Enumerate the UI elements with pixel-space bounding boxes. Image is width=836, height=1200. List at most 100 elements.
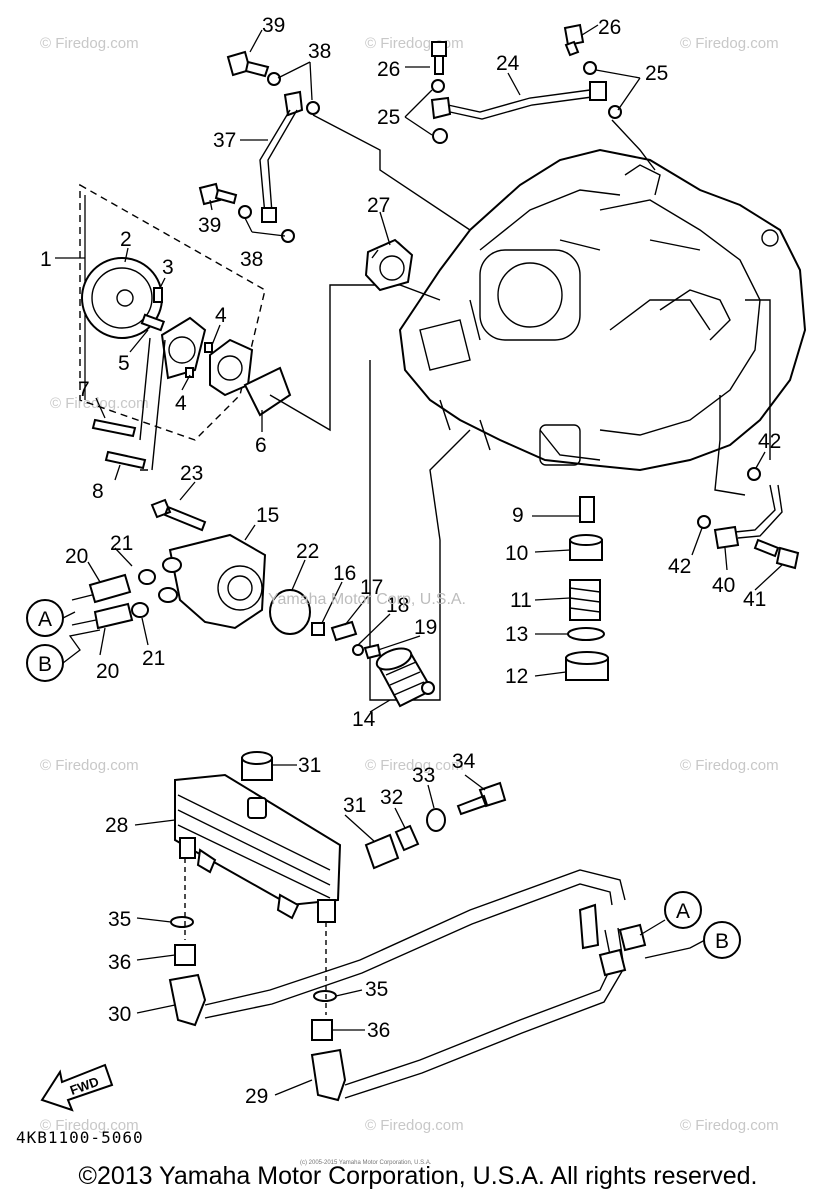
connector-b-right: B [703, 921, 741, 959]
site-watermark: © Firedog.com [680, 757, 779, 774]
part-number: 23 [180, 462, 203, 485]
connector-b-left: B [26, 644, 64, 682]
part-number: 1 [40, 248, 52, 271]
part-number: 7 [78, 378, 90, 401]
part-number: 32 [380, 786, 403, 809]
forward-direction-arrow: FWD [40, 1063, 114, 1112]
grommet-31-top [241, 751, 273, 781]
oil-delivery-pipe-37 [238, 72, 320, 243]
part-number: 8 [92, 480, 104, 503]
part-number: 29 [245, 1085, 268, 1108]
part-number: 38 [308, 40, 331, 63]
part-number: 4 [215, 304, 227, 327]
union-bolt-26-right [563, 23, 585, 57]
part-number: 24 [496, 52, 520, 75]
oil-filter-housing [158, 533, 267, 630]
connector-a-right: A [664, 891, 702, 929]
part-number: 26 [598, 16, 621, 39]
part-number: 15 [256, 504, 279, 527]
cooler-hoses [168, 869, 647, 1102]
connector-label: A [38, 608, 52, 631]
oil-pipe-24 [430, 61, 622, 144]
part-number: 10 [505, 542, 528, 565]
part-number: 35 [108, 908, 131, 931]
part-number: 11 [510, 589, 532, 612]
part-number: 38 [240, 248, 263, 271]
pump-pin [153, 287, 163, 303]
union-bolt-26-left [431, 41, 447, 75]
part-number: 9 [512, 504, 524, 527]
o-ring-35-right [313, 990, 337, 1002]
part-number: 13 [505, 623, 528, 646]
bolt-7 [91, 418, 137, 438]
part-number: 37 [213, 129, 236, 152]
part-number: 5 [118, 352, 130, 375]
part-number: 34 [452, 750, 476, 773]
filter-o-ring [269, 589, 311, 635]
site-watermark: © Firedog.com [50, 395, 149, 412]
part-number: 20 [65, 545, 88, 568]
part-number: 20 [96, 660, 119, 683]
site-watermark: © Firedog.com [365, 35, 464, 52]
center-watermark: Yamaha Motor Corp, U.S.A. [268, 591, 466, 608]
part-number: 42 [668, 555, 691, 578]
drive-gear-27 [364, 238, 414, 292]
oil-filter-element [375, 647, 435, 708]
part-number: 6 [255, 434, 267, 457]
part-number: 22 [296, 540, 319, 563]
o-ring-21-lower [131, 602, 149, 618]
connector-label: B [715, 930, 729, 953]
union-bolt-39-top [226, 50, 270, 78]
oil-pump-assembly-outline [79, 183, 266, 441]
site-watermark: © Firedog.com [680, 35, 779, 52]
site-watermark: © Firedog.com [40, 35, 139, 52]
part-number: 26 [377, 58, 400, 81]
part-number: 2 [120, 228, 132, 251]
collar-36-left [174, 944, 196, 966]
site-watermark: © Firedog.com [680, 1117, 779, 1134]
part-number: 41 [743, 588, 766, 611]
o-ring-21-upper [138, 569, 156, 585]
site-watermarks: © Firedog.com © Firedog.com © Firedog.co… [40, 35, 779, 1134]
connector-a-left: A [26, 599, 64, 637]
part-number: 36 [367, 1019, 390, 1042]
grommet-31-right [364, 833, 400, 870]
part-number: 21 [142, 647, 165, 670]
leader-lines [87, 24, 783, 1096]
small-copyright-note: (c) 2005-2015 Yamaha Motor Corporation, … [300, 1160, 432, 1166]
part-number: 31 [298, 754, 321, 777]
drawing-code: 4KB1100-5060 [16, 1128, 144, 1147]
bolt-8 [104, 450, 147, 470]
crankcase-drawing [398, 148, 807, 472]
part-number: 4 [175, 392, 187, 415]
part-number: 36 [108, 951, 131, 974]
site-watermark: © Firedog.com [40, 1117, 139, 1134]
pump-cover-plate [243, 366, 292, 417]
connector-label: B [38, 653, 52, 676]
part-number: 14 [352, 708, 376, 731]
part-number: 33 [412, 764, 435, 787]
part-number: 19 [414, 616, 437, 639]
pump-screw [140, 313, 166, 332]
washer-18 [352, 644, 364, 656]
connector-label: A [676, 900, 690, 923]
filter-bolt-16 [311, 622, 325, 636]
part-number: 35 [365, 978, 388, 1001]
part-number: 12 [505, 665, 528, 688]
part-number-labels: 39 38 37 39 38 26 24 25 26 25 27 1 2 3 4… [40, 14, 781, 1108]
collar-36-right [311, 1019, 333, 1041]
part-number: 21 [110, 532, 133, 555]
part-number: 40 [712, 574, 735, 597]
part-number: 17 [360, 576, 383, 599]
part-number: 30 [108, 1003, 131, 1026]
oil-pump-body [160, 316, 254, 397]
spring-17 [330, 620, 358, 642]
oil-cooler [174, 773, 342, 923]
union-bolt-39-lower [198, 182, 238, 206]
hose-fittings-20 [71, 573, 134, 630]
part-number: 28 [105, 814, 128, 837]
oil-pipe-40-assembly [697, 299, 800, 570]
part-number: 16 [333, 562, 356, 585]
part-number: 42 [758, 430, 781, 453]
